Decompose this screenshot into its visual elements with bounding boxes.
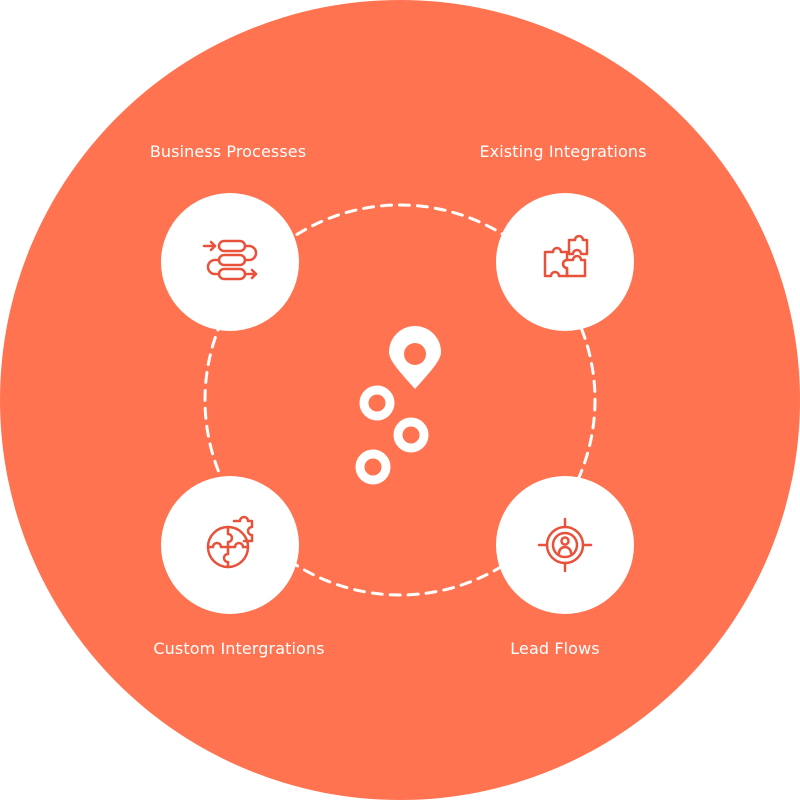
process-flow-icon (202, 239, 258, 281)
puzzle-globe-icon (206, 515, 254, 569)
node-label-lead-flows: Lead Flows (510, 639, 600, 658)
node-label-custom-integrations: Custom Intergrations (153, 639, 325, 658)
node-business-processes[interactable] (161, 193, 299, 331)
puzzle-pieces-icon (543, 234, 589, 278)
node-lead-flows[interactable] (496, 476, 634, 614)
target-person-icon (537, 517, 593, 573)
node-custom-integrations[interactable] (161, 476, 299, 614)
node-label-business-processes: Business Processes (149, 142, 307, 161)
node-existing-integrations[interactable] (496, 193, 634, 331)
node-label-existing-integrations: Existing Integrations (479, 142, 647, 161)
